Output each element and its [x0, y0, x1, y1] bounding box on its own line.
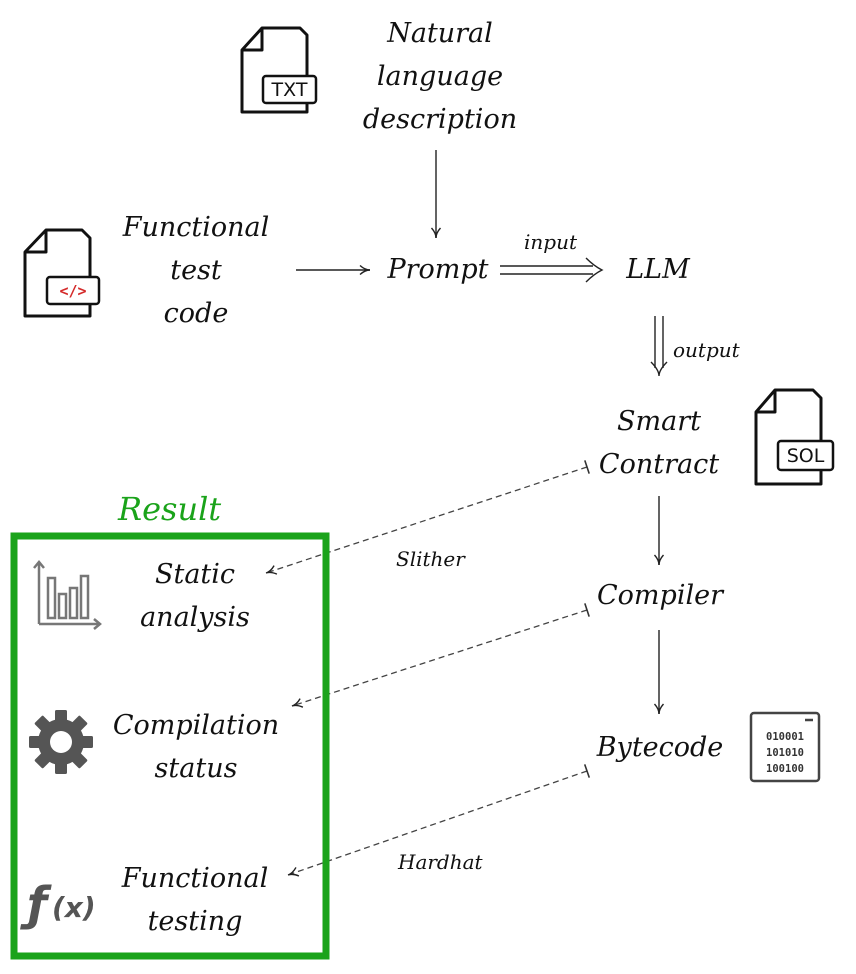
result-frame: [10, 532, 330, 960]
sol-file-icon: SOL: [754, 388, 835, 486]
node-bytecode: Bytecode: [596, 732, 724, 763]
function-icon: ƒ (x): [20, 877, 96, 931]
edge-label-slither: Slither: [396, 547, 465, 571]
node-prompt: Prompt: [387, 254, 489, 285]
bar-chart-icon: [33, 560, 102, 630]
arrow-llm-to-smart-contract: [650, 316, 668, 377]
node-functional-test-code: Functional test code: [122, 212, 270, 329]
edge-label-output: output: [673, 338, 740, 362]
svg-text:(x): (x): [52, 891, 96, 924]
svg-text:010001: 010001: [766, 731, 804, 743]
binary-code-icon: 010001 101010 100100: [749, 711, 821, 783]
svg-text:SOL: SOL: [787, 445, 825, 467]
arrow-prompt-to-llm: [500, 257, 604, 283]
dashed-bytecode-to-functional-testing: [287, 764, 591, 877]
dashed-contract-to-static-analysis: [265, 460, 590, 575]
svg-text:TXT: TXT: [271, 79, 308, 101]
txt-file-icon: TXT: [240, 26, 318, 114]
gear-icon: [29, 710, 93, 774]
node-compiler: Compiler: [597, 580, 723, 611]
result-static-analysis: Static analysis: [140, 559, 250, 633]
svg-text:101010: 101010: [766, 747, 804, 759]
node-llm: LLM: [626, 254, 690, 285]
result-title: Result: [118, 490, 222, 528]
svg-text:ƒ: ƒ: [20, 877, 52, 931]
edge-label-hardhat: Hardhat: [398, 850, 483, 874]
edge-label-input: input: [524, 230, 577, 254]
result-functional-testing: Functional testing: [121, 863, 269, 937]
svg-text:</>: </>: [59, 282, 86, 300]
node-smart-contract: Smart Contract: [598, 406, 720, 480]
svg-text:100100: 100100: [766, 763, 804, 775]
dashed-compiler-to-compilation-status: [291, 603, 590, 708]
node-natural-language-description: Natural language description: [362, 18, 518, 135]
result-compilation-status: Compilation status: [112, 710, 280, 784]
code-file-icon: </>: [23, 228, 101, 318]
